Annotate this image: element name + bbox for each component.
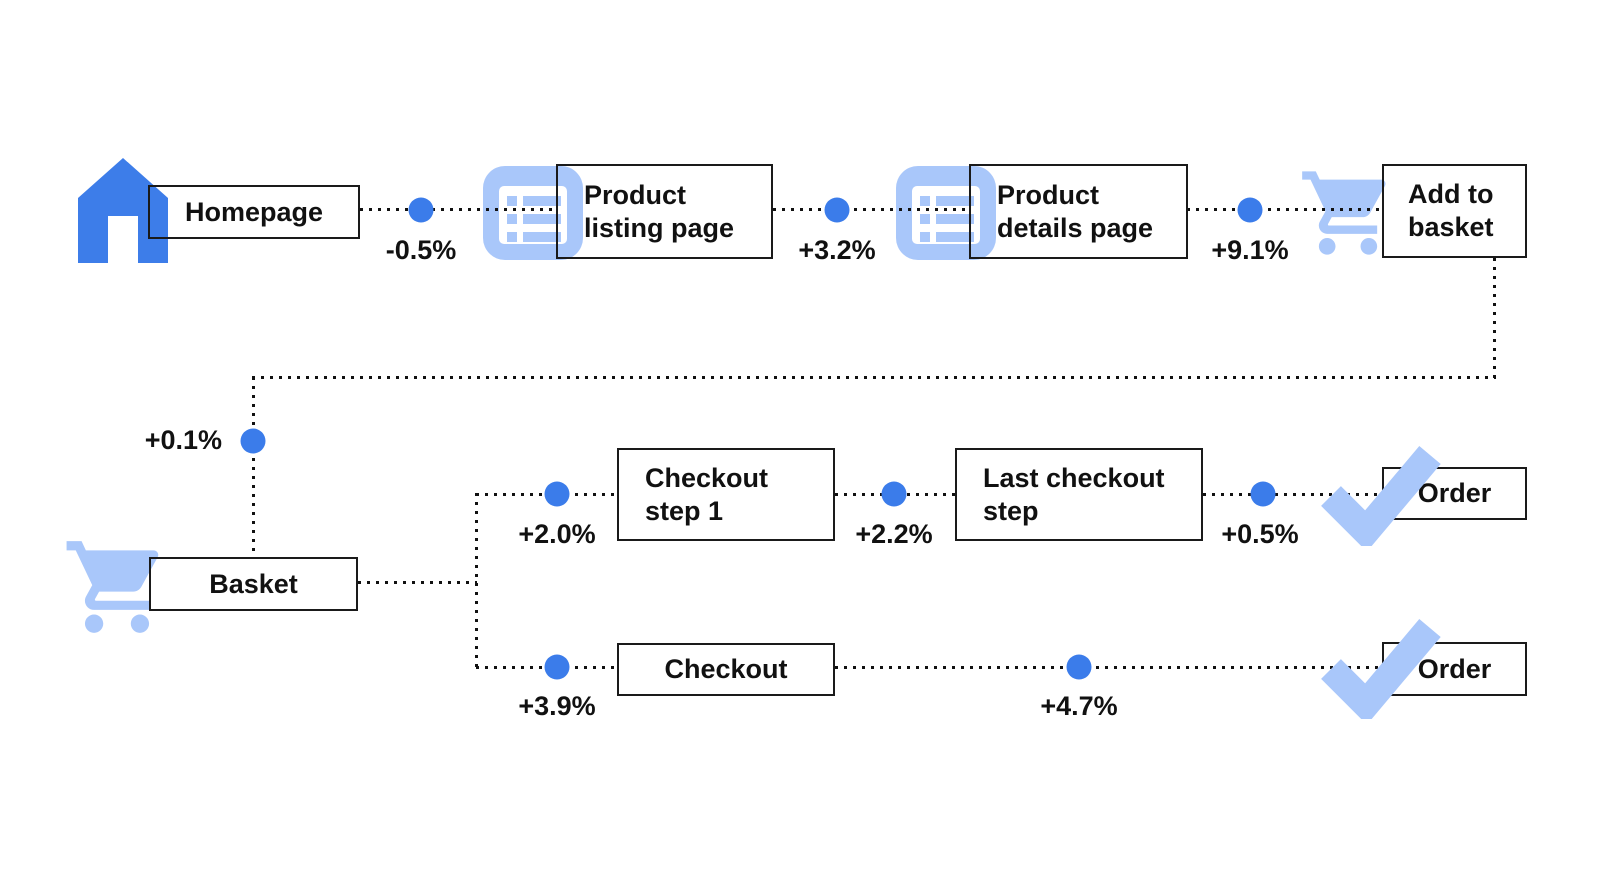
node-add-to-basket: Add to basket — [1382, 164, 1527, 258]
add-to-basket-cart-icon — [1298, 163, 1398, 268]
connector-split-vertical — [475, 493, 478, 669]
connector-last-order — [1203, 493, 1378, 496]
dot-addbasket-basket — [240, 428, 266, 454]
connector-basket-split — [358, 581, 477, 584]
delta-listing-details: +3.2% — [798, 235, 876, 265]
delta-addbasket-basket: +0.1% — [144, 425, 222, 455]
delta-last-order: +0.5% — [1221, 519, 1299, 549]
dot-basket-checkout1 — [544, 481, 570, 507]
node-checkout: Checkout — [617, 643, 835, 696]
delta-details-addbasket: +9.1% — [1211, 235, 1289, 265]
connector-listing-details — [773, 208, 969, 211]
delta-basket-checkout: +3.9% — [518, 691, 596, 721]
home-icon — [78, 158, 168, 268]
basket-cart-icon — [62, 532, 172, 647]
dot-listing-details — [824, 197, 850, 223]
order-bottom-checkmark-icon — [1318, 617, 1442, 725]
node-basket: Basket — [149, 557, 358, 611]
connector-homepage-listing — [360, 208, 556, 211]
dot-last-order — [1250, 481, 1276, 507]
node-checkout-step-1: Checkout step 1 — [617, 448, 835, 541]
delta-checkout1-last: +2.2% — [855, 519, 933, 549]
product-details-icon — [896, 166, 996, 265]
product-listing-icon — [483, 166, 583, 265]
dot-basket-checkout — [544, 654, 570, 680]
delta-basket-checkout1: +2.0% — [518, 519, 596, 549]
dot-details-addbasket — [1237, 197, 1263, 223]
delta-homepage-listing: -0.5% — [385, 235, 457, 265]
node-product-details: Product details page — [969, 164, 1188, 259]
connector-details-addbasket — [1187, 208, 1382, 211]
delta-checkout-order: +4.7% — [1040, 691, 1118, 721]
dot-checkout1-last — [881, 481, 907, 507]
dot-checkout-order — [1066, 654, 1092, 680]
order-top-checkmark-icon — [1318, 444, 1442, 552]
connector-addbasket-across — [252, 376, 1496, 379]
node-product-listing: Product listing page — [556, 164, 773, 259]
connector-checkout-order — [835, 666, 1378, 669]
node-last-checkout-step: Last checkout step — [955, 448, 1203, 541]
dot-homepage-listing — [408, 197, 434, 223]
node-homepage: Homepage — [148, 185, 360, 239]
connector-down-to-basket — [252, 377, 255, 557]
connector-addbasket-down — [1493, 258, 1496, 378]
